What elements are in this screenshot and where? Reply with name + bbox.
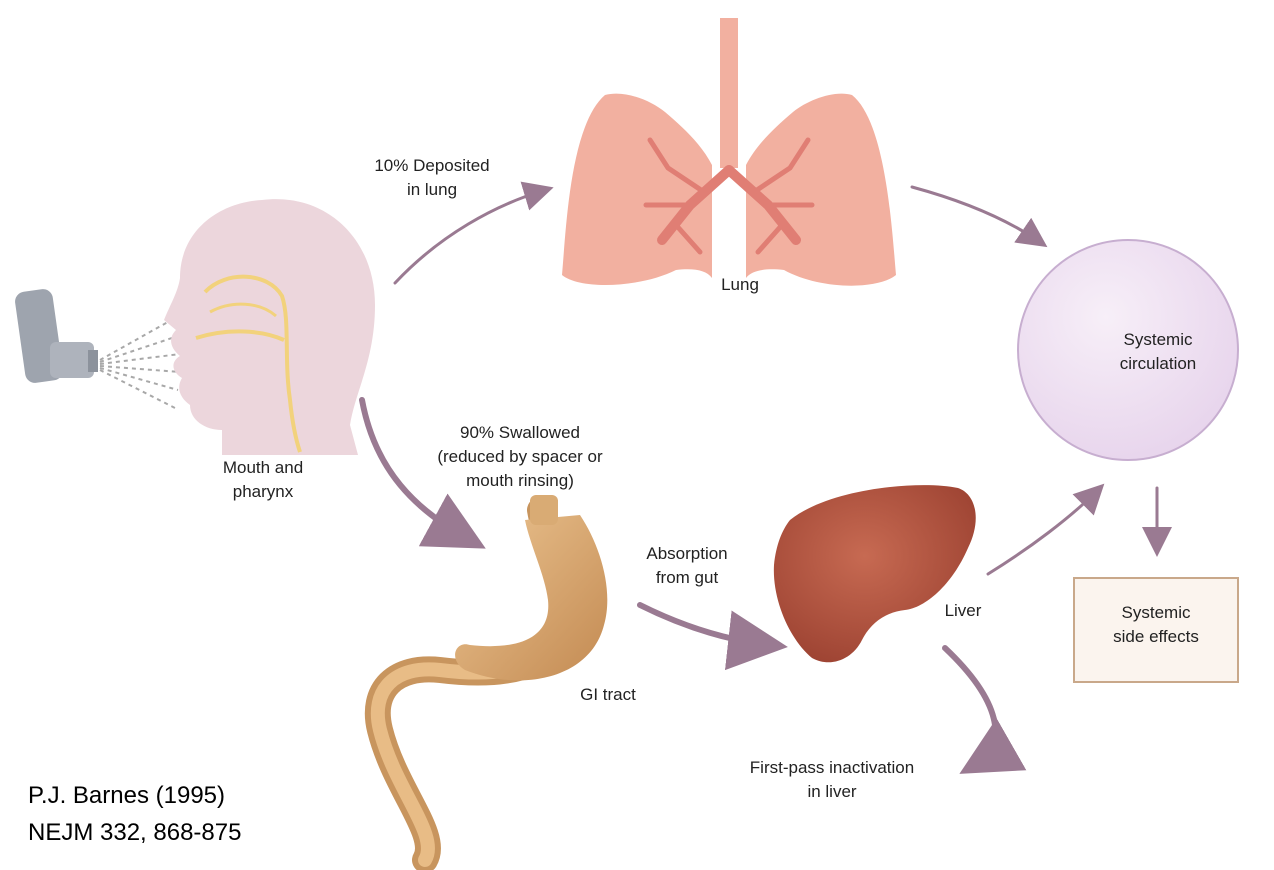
label-lung: Lung <box>721 275 759 294</box>
citation: P.J. Barnes (1995) NEJM 332, 868-875 <box>28 782 241 846</box>
label-mouth-line2: pharynx <box>233 482 294 501</box>
arrow-mouth-to-lung <box>395 190 545 283</box>
arrow-lung-to-circulation <box>912 187 1040 242</box>
label-side-effects-line2: side effects <box>1113 627 1199 646</box>
label-absorption-line1: Absorption <box>646 544 727 563</box>
head-profile-illustration <box>164 199 375 455</box>
citation-line1: P.J. Barnes (1995) <box>28 782 225 809</box>
label-swallowed-line3: mouth rinsing) <box>466 471 574 490</box>
liver-illustration <box>774 485 976 662</box>
label-first-pass-line2: in liver <box>807 782 856 801</box>
label-deposited-line2: in lung <box>407 180 457 199</box>
label-mouth-line1: Mouth and <box>223 458 303 477</box>
label-deposited-line1: 10% Deposited <box>374 156 489 175</box>
label-gi-tract: GI tract <box>580 685 636 704</box>
arrow-liver-to-circulation <box>988 490 1098 574</box>
label-systemic-circulation-line1: Systemic <box>1124 330 1193 349</box>
inhaler-illustration <box>14 288 98 384</box>
gi-tract-illustration <box>378 495 607 860</box>
label-first-pass-line1: First-pass inactivation <box>750 758 914 777</box>
arrow-mouth-to-gi <box>362 400 470 540</box>
systemic-circulation-circle <box>1018 240 1238 460</box>
label-systemic-circulation-line2: circulation <box>1120 354 1197 373</box>
label-swallowed-line1: 90% Swallowed <box>460 423 580 442</box>
arrow-gut-to-liver <box>640 605 770 645</box>
label-side-effects-line1: Systemic <box>1122 603 1191 622</box>
lung-illustration <box>562 18 896 286</box>
label-liver: Liver <box>945 601 982 620</box>
citation-line2: NEJM 332, 868-875 <box>28 819 241 846</box>
label-absorption-line2: from gut <box>656 568 719 587</box>
arrow-liver-first-pass <box>945 648 995 765</box>
label-swallowed-line2: (reduced by spacer or <box>437 447 603 466</box>
aerosol-spray <box>100 318 180 408</box>
